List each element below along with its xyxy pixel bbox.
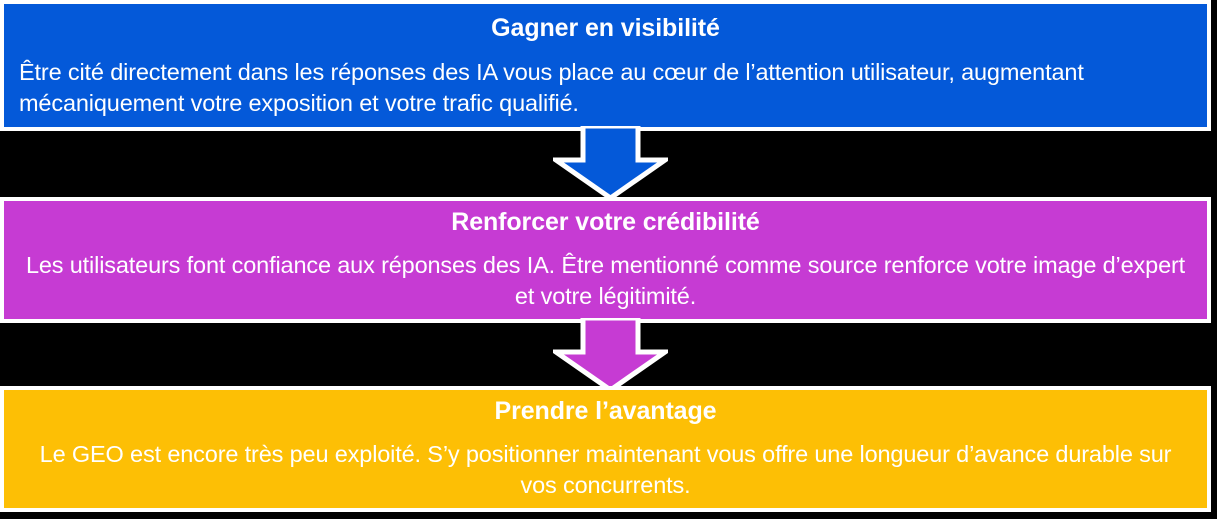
step-title-credibility: Renforcer votre crédibilité xyxy=(451,208,760,236)
arrow-down-icon xyxy=(553,126,668,200)
step-title-visibility: Gagner en visibilité xyxy=(491,14,720,42)
step-box-advantage: Prendre l’avantage Le GEO est encore trè… xyxy=(0,386,1211,512)
connector-arrow-credibility-to-advantage xyxy=(553,318,668,392)
connector-arrow-visibility-to-credibility xyxy=(553,126,668,200)
step-body-advantage: Le GEO est encore très peu exploité. S’y… xyxy=(39,440,1172,498)
arrow-down-icon xyxy=(553,318,668,392)
step-box-credibility: Renforcer votre crédibilité Les utilisat… xyxy=(0,197,1211,323)
step-title-advantage: Prendre l’avantage xyxy=(494,397,717,425)
step-body-credibility: Les utilisateurs font confiance aux répo… xyxy=(25,251,1186,309)
step-box-visibility: Gagner en visibilité Être cité directeme… xyxy=(0,0,1211,131)
step-body-visibility: Être cité directement dans les réponses … xyxy=(19,58,1084,116)
